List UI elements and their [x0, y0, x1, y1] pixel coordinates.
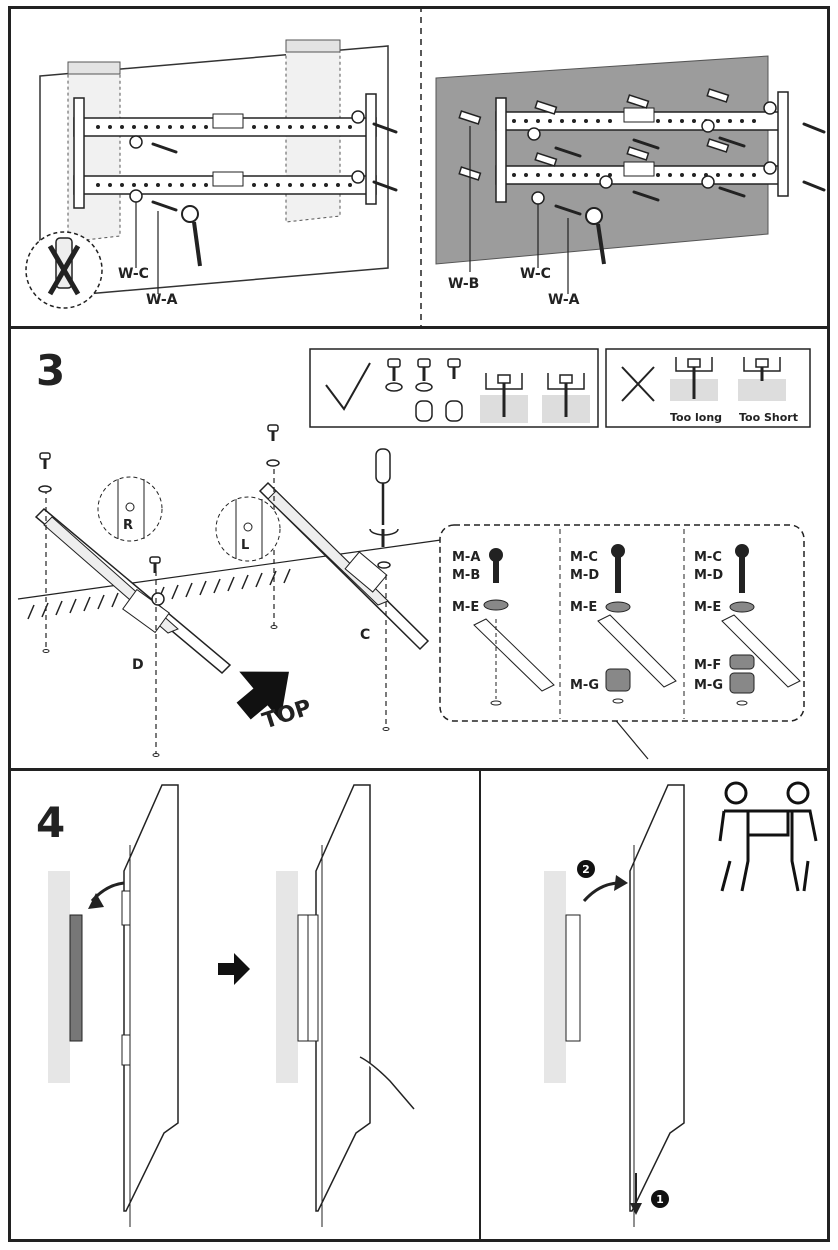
step-number-3: 3	[36, 346, 65, 395]
label-c: C	[360, 627, 370, 643]
callout-l: L	[215, 496, 281, 562]
label-l: L	[241, 538, 249, 553]
label-wa-concrete: W-A	[548, 292, 580, 308]
step3-panel: 3 Too long Too Short	[17, 346, 811, 760]
step-badge-1: 1	[651, 1190, 669, 1208]
label-too-long: Too long	[670, 411, 722, 424]
two-person-lift-icon	[718, 781, 818, 892]
label-wc-concrete: W-C	[520, 266, 551, 282]
cross-icon	[621, 366, 655, 402]
col1-label-ma: M-A	[452, 550, 480, 565]
bracket-d	[34, 507, 232, 675]
tv-side-view-3	[544, 784, 685, 1227]
badge-two-text: 2	[582, 863, 590, 876]
wall-mount-panel: W-C W-A	[25, 6, 826, 328]
no-anchor-icon	[25, 231, 103, 309]
concrete-wall-illustration: W-B W-C W-A	[435, 55, 826, 308]
step-badge-2: 2	[577, 860, 595, 878]
col2-label-md: M-D	[570, 568, 599, 583]
divider-top	[8, 326, 830, 329]
hardware-detail-box: M-A M-B M-E M-C M-D M-E M-G M-C M-D M-E …	[439, 524, 805, 722]
label-wa-wood: W-A	[146, 292, 178, 308]
label-r: R	[123, 518, 133, 533]
tv-side-view-1	[48, 784, 179, 1227]
col3-label-mf: M-F	[694, 658, 721, 673]
col1-label-mb: M-B	[452, 568, 480, 583]
label-wc-wood: W-C	[118, 266, 149, 282]
check-icon	[325, 362, 371, 411]
step-number-4: 4	[36, 798, 65, 847]
col3-label-md: M-D	[694, 568, 723, 583]
top-arrow-icon: TOP	[236, 671, 315, 734]
wood-wall-illustration: W-C W-A	[25, 39, 398, 309]
wrong-hardware-box: Too long Too Short	[605, 348, 811, 428]
col2-label-mg: M-G	[570, 678, 599, 693]
col1-label-me: M-E	[452, 600, 479, 615]
label-wb-concrete: W-B	[448, 276, 479, 292]
manual-page-frame	[8, 6, 830, 1242]
label-d: D	[132, 657, 144, 673]
col2-label-mc: M-C	[570, 550, 598, 565]
next-arrow-icon	[218, 953, 250, 985]
hand-icon	[359, 1056, 415, 1110]
correct-hardware-box	[309, 348, 599, 428]
col3-label-mg: M-G	[694, 678, 723, 693]
badge-one-text: 1	[656, 1193, 664, 1206]
divider-middle	[8, 768, 830, 771]
callout-r: R	[97, 476, 163, 542]
col2-label-me: M-E	[570, 600, 597, 615]
col3-label-me: M-E	[694, 600, 721, 615]
col3-label-mc: M-C	[694, 550, 722, 565]
tv-side-view-2	[276, 784, 415, 1227]
step4-panel: 4 2 1	[36, 771, 818, 1242]
label-too-short: Too Short	[739, 411, 798, 424]
screwdriver-icon	[369, 448, 399, 547]
bracket-c	[258, 481, 430, 651]
